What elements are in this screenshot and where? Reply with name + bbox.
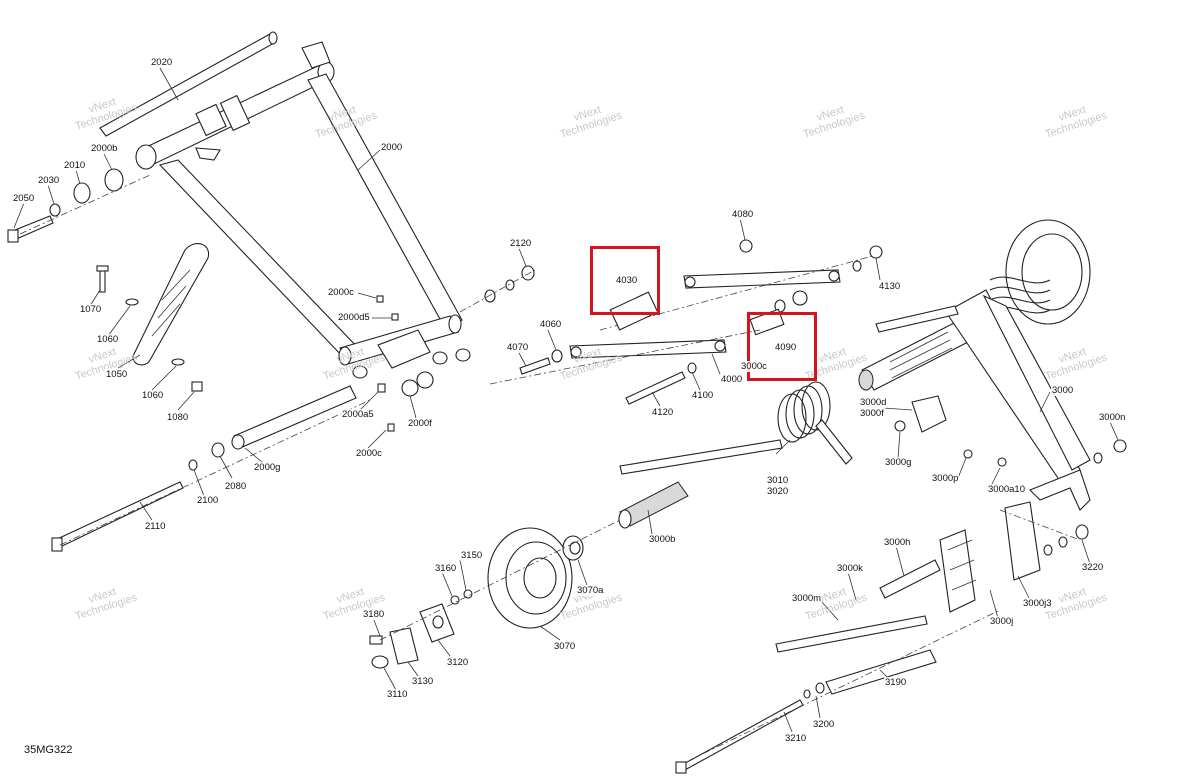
part-label-1070[interactable]: 1070 — [79, 304, 103, 315]
part-label-1060[interactable]: 1060 — [141, 390, 165, 401]
part-label-3150[interactable]: 3150 — [460, 550, 484, 561]
part-label-4100[interactable]: 4100 — [691, 390, 715, 401]
part-label-4080[interactable]: 4080 — [731, 209, 755, 220]
part-label-2100[interactable]: 2100 — [196, 495, 220, 506]
rear-arm-assembly — [858, 219, 1127, 511]
part-label-3110[interactable]: 3110 — [386, 689, 409, 700]
part-label-3180[interactable]: 3180 — [362, 609, 386, 620]
lever-assembly — [96, 243, 210, 392]
part-label-3160[interactable]: 3160 — [434, 563, 458, 574]
part-label-2080[interactable]: 2080 — [224, 481, 248, 492]
center-hardware — [376, 265, 536, 432]
part-label-4060[interactable]: 4060 — [539, 319, 563, 330]
idler-wheel — [369, 519, 621, 669]
part-label-3000f[interactable]: 3000f — [859, 408, 885, 419]
part-label-3220[interactable]: 3220 — [1081, 562, 1105, 573]
part-label-3000g[interactable]: 3000g — [884, 457, 913, 468]
part-label-2120[interactable]: 2120 — [509, 238, 533, 249]
part-label-3000d[interactable]: 3000d — [859, 397, 888, 408]
part-label-3000n[interactable]: 3000n — [1098, 412, 1127, 423]
diagram-code: 35MG322 — [24, 744, 73, 756]
highlight-box-4090 — [747, 312, 817, 381]
part-label-2110[interactable]: 2110 — [144, 521, 167, 532]
part-label-3000k[interactable]: 3000k — [836, 563, 864, 574]
part-label-3000c[interactable]: 3000c — [740, 361, 768, 372]
part-label-4090[interactable]: 4090 — [774, 342, 798, 353]
part-label-3070a[interactable]: 3070a — [576, 585, 605, 596]
part-label-3000j[interactable]: 3000j — [989, 616, 1015, 627]
part-label-2020[interactable]: 2020 — [150, 57, 174, 68]
part-label-2050[interactable]: 2050 — [12, 193, 36, 204]
part-label-3190[interactable]: 3190 — [884, 677, 908, 688]
part-label-3000h[interactable]: 3000h — [883, 537, 912, 548]
part-label-3130[interactable]: 3130 — [411, 676, 435, 687]
part-label-3020[interactable]: 3020 — [766, 486, 790, 497]
part-label-4000[interactable]: 4000 — [720, 374, 744, 385]
part-label-2000[interactable]: 2000 — [380, 142, 404, 153]
part-label-2010[interactable]: 2010 — [63, 160, 87, 171]
part-label-4070[interactable]: 4070 — [506, 342, 530, 353]
left-shaft-hardware — [7, 168, 151, 243]
roller-tube — [618, 481, 689, 529]
part-label-2000g[interactable]: 2000g — [253, 462, 282, 473]
part-label-1050[interactable]: 1050 — [105, 369, 129, 380]
part-label-4130[interactable]: 4130 — [878, 281, 902, 292]
torsion-spring — [619, 381, 853, 475]
part-label-4030[interactable]: 4030 — [615, 275, 639, 286]
part-label-3000[interactable]: 3000 — [1051, 385, 1075, 396]
part-label-1060[interactable]: 1060 — [96, 334, 120, 345]
part-label-3000m[interactable]: 3000m — [791, 593, 823, 604]
part-label-2000a5[interactable]: 2000a5 — [341, 409, 375, 420]
part-label-3070[interactable]: 3070 — [553, 641, 577, 652]
leader-lines — [13, 67, 1119, 733]
rear-bracket-assembly — [675, 501, 1089, 774]
part-label-2000f[interactable]: 2000f — [407, 418, 433, 429]
link-arms — [489, 239, 883, 405]
part-label-1080[interactable]: 1080 — [166, 412, 190, 423]
lower-shaft-assembly — [51, 385, 371, 552]
part-label-2000c[interactable]: 2000c — [355, 448, 383, 459]
part-label-3000b[interactable]: 3000b — [648, 534, 677, 545]
part-label-3120[interactable]: 3120 — [446, 657, 470, 668]
part-label-2030[interactable]: 2030 — [37, 175, 61, 186]
part-label-3010[interactable]: 3010 — [766, 475, 790, 486]
part-label-3210[interactable]: 3210 — [784, 733, 808, 744]
part-label-3000j3[interactable]: 3000j3 — [1022, 598, 1053, 609]
front-arm-assembly — [99, 31, 471, 397]
part-label-2000b[interactable]: 2000b — [90, 143, 119, 154]
part-label-2000d5[interactable]: 2000d5 — [337, 312, 371, 323]
highlight-box-4030 — [590, 246, 660, 315]
part-label-3000a10[interactable]: 3000a10 — [987, 484, 1026, 495]
part-label-4120[interactable]: 4120 — [651, 407, 675, 418]
part-label-3200[interactable]: 3200 — [812, 719, 836, 730]
part-label-2000c[interactable]: 2000c — [327, 287, 355, 298]
part-label-3000p[interactable]: 3000p — [931, 473, 960, 484]
